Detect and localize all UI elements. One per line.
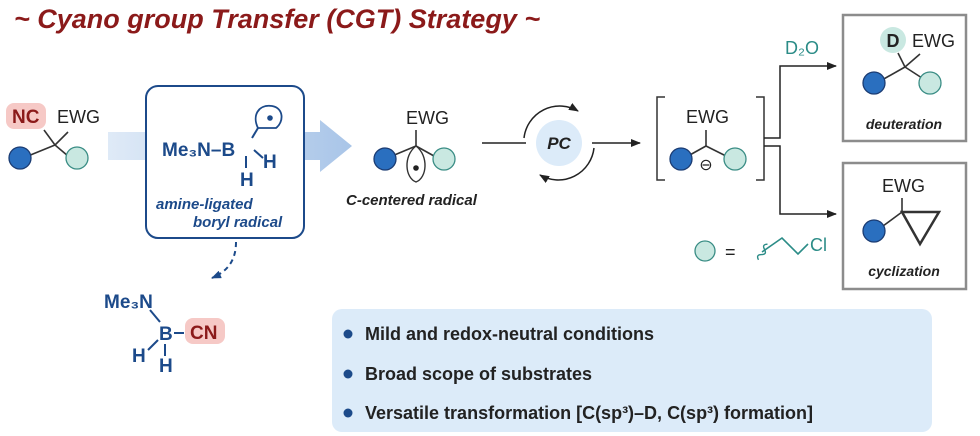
feature-item-1: Mild and redox-neutral conditions — [365, 324, 654, 344]
photocatalyst-label: PC — [547, 134, 571, 153]
deuteration-product: D EWG deuteration — [862, 27, 955, 132]
legend-teal-dot — [694, 240, 716, 262]
boryl-me3n-b: Me₃N–B — [162, 140, 235, 161]
substrate-ewg: EWG — [57, 107, 100, 127]
carbanion-intermediate: EWG ⊖ — [656, 96, 765, 181]
photocatalyst-cycle: PC — [523, 102, 595, 184]
cyclization-blue-dot — [862, 219, 886, 243]
features-box — [332, 309, 932, 432]
anion-teal-dot — [723, 147, 747, 171]
radical-ewg: EWG — [406, 108, 449, 128]
byproduct-boron: B — [159, 324, 173, 345]
boryl-label-line1: amine-ligated — [156, 196, 254, 213]
negative-charge: ⊖ — [699, 157, 712, 174]
boryl-h-bottom: H — [240, 170, 254, 191]
deuteration-teal-dot — [918, 71, 942, 95]
byproduct-me3n: Me₃N — [104, 292, 153, 313]
byproduct-molecule: Me₃N B CN H H — [104, 292, 225, 377]
deuteration-label: deuteration — [866, 116, 942, 132]
byproduct-h-left: H — [132, 346, 146, 367]
anion-ewg: EWG — [686, 107, 729, 127]
legend-chlorine: Cl — [810, 235, 827, 255]
page-title: ~ Cyano group Transfer (CGT) Strategy ~ — [14, 4, 540, 34]
feature-item-3: Versatile transformation [C(sp³)–D, C(sp… — [365, 403, 813, 423]
teal-substituent-dot — [65, 146, 89, 170]
cn-highlight — [185, 318, 225, 344]
legend-equals: = — [725, 242, 736, 262]
deuteration-blue-dot — [862, 71, 886, 95]
cyclization-label: cyclization — [868, 263, 940, 279]
radical-blue-dot — [373, 147, 397, 171]
cyclopropane-ring — [899, 210, 942, 247]
blue-substituent-dot — [8, 146, 32, 170]
carbon-radical-orbital — [406, 145, 426, 183]
byproduct-dashed-arrow — [211, 241, 237, 279]
cyclization-ewg: EWG — [882, 176, 925, 196]
boryl-label-line2: boryl radical — [193, 214, 283, 231]
deuterium-atom: D — [887, 31, 900, 51]
deuteration-ewg: EWG — [912, 31, 955, 51]
radical-label: C-centered radical — [346, 192, 478, 209]
substrate-molecule: NC EWG — [6, 103, 100, 170]
anion-blue-dot — [669, 147, 693, 171]
boryl-h-right: H — [263, 152, 277, 173]
substituent-legend: = Cl — [694, 235, 827, 262]
arrow-to-cyclization — [764, 145, 837, 218]
radical-electron — [267, 115, 273, 121]
feature-item-2: Broad scope of substrates — [365, 364, 592, 384]
arrow-to-deuteration — [764, 62, 837, 139]
nc-group: NC — [12, 107, 40, 128]
nc-highlight — [6, 103, 46, 129]
byproduct-h-bottom: H — [159, 356, 173, 377]
byproduct-cn: CN — [190, 323, 217, 344]
boryl-radical: Me₃N–B H H amine-ligated boryl radical — [156, 104, 283, 231]
cyclization-product: EWG cyclization — [862, 176, 942, 279]
d2o-reagent: D₂O — [785, 38, 819, 58]
radical-teal-dot — [432, 147, 456, 171]
c-centered-radical: EWG C-centered radical — [346, 108, 478, 209]
feature-list: Mild and redox-neutral conditions Broad … — [343, 324, 813, 423]
wavy-bond-icon — [756, 243, 768, 261]
